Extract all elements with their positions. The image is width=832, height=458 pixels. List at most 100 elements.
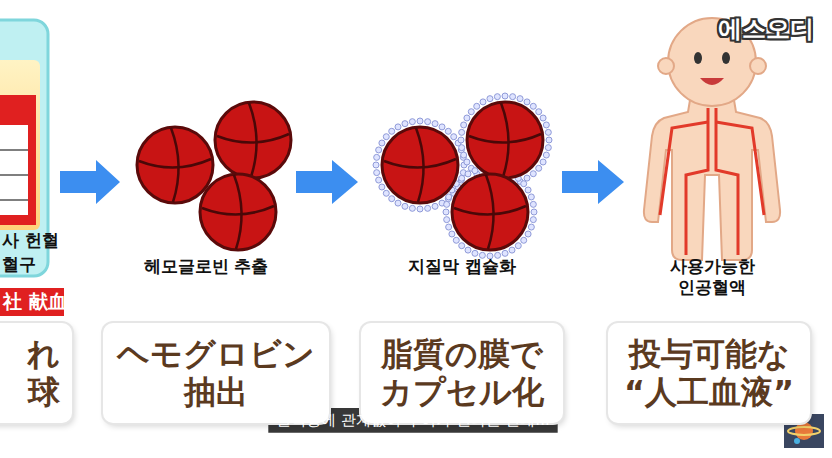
step-text: 投与可能な “人工血液” [624, 335, 794, 412]
lipid-dot [402, 121, 408, 127]
lipid-dot [444, 217, 450, 223]
lipid-dot [409, 205, 415, 211]
lipid-dot [531, 209, 537, 215]
lipid-dot [458, 137, 464, 143]
hemoglobin-sphere [382, 127, 458, 203]
lipid-dot [461, 152, 467, 158]
lipid-dot [425, 119, 431, 125]
hemoglobin-sphere [215, 102, 291, 178]
lipid-dot [389, 196, 395, 202]
lipid-dot [509, 247, 515, 253]
hemoglobin-sphere [452, 174, 528, 250]
lipid-dot [502, 93, 508, 99]
lipid-dot [487, 96, 493, 102]
lipid-dot [494, 94, 500, 100]
lipid-dot [451, 134, 457, 140]
lipid-dot [459, 145, 465, 151]
lipid-dot [465, 171, 471, 177]
lipid-dot [530, 171, 536, 177]
lipid-dot [439, 124, 445, 130]
label: 지질막 캡슐화 [408, 256, 516, 277]
blood-vessels [660, 108, 764, 255]
lipid-dot [443, 209, 449, 215]
lipid-dot [517, 96, 523, 102]
lipid-dot [465, 247, 471, 253]
lipid-dots [373, 93, 552, 259]
lipid-dot [546, 137, 552, 143]
lipid-dot [449, 231, 455, 237]
lipid-dot [383, 134, 389, 140]
label: 社 献血 [3, 290, 67, 314]
lipid-dot [417, 118, 423, 124]
lipid-dot [502, 250, 508, 256]
lipid-dot [545, 145, 551, 151]
lipid-dot [409, 119, 415, 125]
lipid-dot [510, 94, 516, 100]
lipid-dot [446, 224, 452, 230]
lipid-dot [543, 152, 549, 158]
lipid-dot [524, 99, 530, 105]
lipid-dot [374, 154, 380, 160]
label: 혈구 [2, 254, 36, 275]
lipid-dot [540, 159, 546, 165]
lipid-dot [459, 175, 465, 181]
lipid-dot [521, 237, 527, 243]
lipid-dot [395, 124, 401, 130]
label: 사 헌혈 [2, 230, 59, 251]
lipid-dot [525, 231, 531, 237]
label: 사용가능한 인공혈액 [662, 256, 762, 299]
lipid-dot [530, 103, 536, 109]
step-box: 投与可能な “人工血液” [608, 323, 810, 423]
lipid-dot [459, 243, 465, 249]
hemoglobin-sphere [137, 127, 213, 203]
lipid-dot [417, 206, 423, 212]
lipid-dot [379, 184, 385, 190]
lipid-dot [474, 103, 480, 109]
step-text: れ 球 [27, 335, 60, 412]
lipid-dot [540, 115, 546, 121]
lipid-dot [402, 203, 408, 209]
step-box: れ 球 [0, 323, 72, 423]
lipid-dot [374, 170, 380, 176]
lipid-dot [395, 200, 401, 206]
lipid-dot [536, 109, 542, 115]
lipid-dot [461, 122, 467, 128]
lipid-dot [432, 121, 438, 127]
lipid-dot [445, 128, 451, 134]
step-text: ヘモグロビン 抽出 [117, 335, 315, 412]
lipid-dot [480, 99, 486, 105]
face [694, 52, 730, 85]
step-box: 脂質の膜で カプセル化 [361, 323, 563, 423]
lipid-dot [464, 115, 470, 121]
lipid-dot [545, 129, 551, 135]
hemoglobin-sphere [467, 102, 543, 178]
lipid-dot [524, 175, 530, 181]
label: 헤모글로빈 추출 [144, 256, 269, 277]
hemoglobin-sphere [200, 174, 276, 250]
lipid-dot [521, 181, 527, 187]
lipid-dot [383, 190, 389, 196]
lipid-dot [536, 165, 542, 171]
watermark: 에스오디 [718, 14, 814, 44]
lipid-dot [376, 147, 382, 153]
lipid-dot [425, 205, 431, 211]
lipid-dot [432, 203, 438, 209]
lipid-dot [459, 129, 465, 135]
lipid-dot [376, 177, 382, 183]
subtitle: 혈액형에 관계없이 투여가 된다는 건데... [276, 411, 549, 430]
lipid-dot [389, 128, 395, 134]
lipid-dot [472, 250, 478, 256]
hemoglobin [137, 102, 543, 250]
lipid-dot [464, 159, 470, 165]
subtitle-bar [268, 408, 557, 433]
step-box: ヘモグロビン 抽出 [103, 323, 329, 423]
lipid-dot [444, 201, 450, 207]
step-text: 脂質の膜で カプセル化 [380, 335, 544, 412]
lipid-dot [530, 201, 536, 207]
lipid-dot [472, 168, 478, 174]
person-figure [644, 18, 780, 260]
lipid-dot [528, 224, 534, 230]
lipid-dot [515, 243, 521, 249]
lipid-dot [543, 122, 549, 128]
lipid-dot [468, 109, 474, 115]
